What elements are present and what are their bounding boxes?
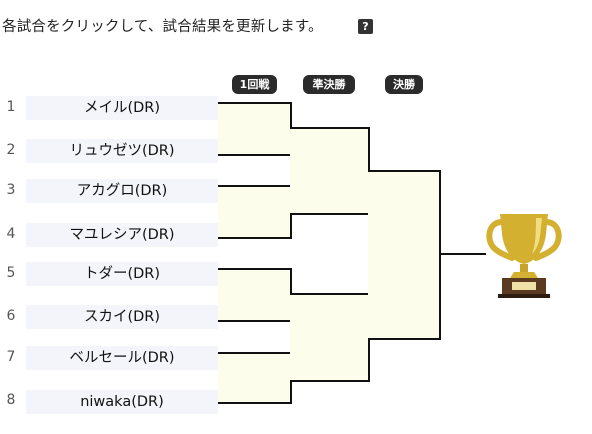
- player-name[interactable]: アカグロ(DR): [26, 179, 218, 203]
- player-name[interactable]: トダー(DR): [26, 262, 218, 286]
- player-name[interactable]: niwaka(DR): [26, 390, 218, 414]
- match-first-round-1[interactable]: [218, 102, 292, 156]
- bracket-connector-to-trophy: [440, 253, 486, 255]
- seed-number: 4: [6, 226, 16, 242]
- seed-number: 3: [6, 182, 16, 198]
- player-name[interactable]: スカイ(DR): [26, 305, 218, 329]
- seed-number: 8: [6, 392, 16, 408]
- match-first-round-3[interactable]: [218, 268, 292, 322]
- round-label-first: 1回戦: [232, 75, 277, 94]
- player-name[interactable]: ベルセール(DR): [26, 346, 218, 370]
- round-label-semifinal: 準決勝: [303, 75, 355, 94]
- player-name[interactable]: メイル(DR): [26, 96, 218, 120]
- seed-number: 2: [6, 142, 16, 158]
- player-name[interactable]: リュウゼツ(DR): [26, 139, 218, 163]
- help-icon[interactable]: ?: [358, 19, 373, 34]
- player-name[interactable]: マユレシア(DR): [26, 223, 218, 247]
- match-first-round-4[interactable]: [218, 352, 292, 404]
- match-semifinal-2[interactable]: [290, 293, 370, 382]
- match-semifinal-1[interactable]: [290, 127, 370, 215]
- seed-number: 1: [6, 99, 16, 115]
- round-label-final: 決勝: [385, 75, 423, 94]
- seed-number: 7: [6, 349, 16, 365]
- trophy-icon: [486, 214, 562, 298]
- seed-number: 5: [6, 265, 16, 281]
- instruction-text: 各試合をクリックして、試合結果を更新します。: [2, 19, 323, 35]
- match-first-round-2[interactable]: [218, 185, 292, 239]
- match-final[interactable]: [368, 170, 441, 340]
- seed-number: 6: [6, 308, 16, 324]
